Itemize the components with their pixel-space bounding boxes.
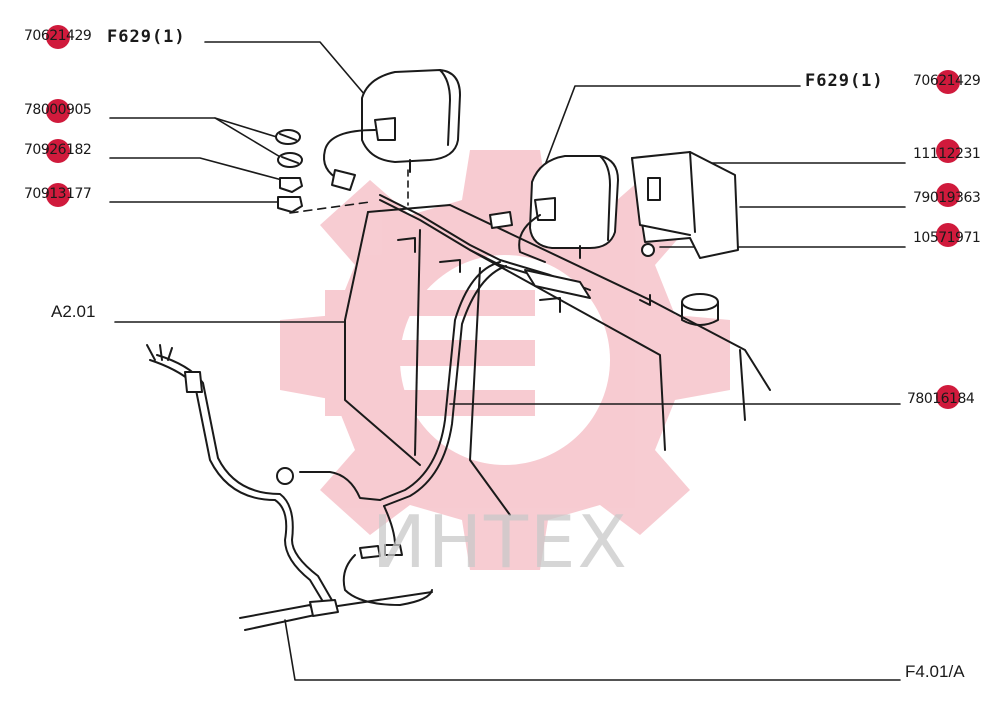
part-label-70926182: 70926182 <box>24 142 92 158</box>
wiring-harness <box>146 194 591 631</box>
ref-label-f629-left: F629(1) <box>107 27 186 47</box>
work-lamp-left <box>323 69 461 191</box>
ref-label-f401a: F4.01/A <box>905 662 965 681</box>
part-label-70621429-right: 70621429 <box>913 73 981 89</box>
marker-dot-3 <box>46 139 70 163</box>
watermark-gear-icon <box>280 150 730 570</box>
marker-dot-7 <box>936 183 960 207</box>
part-label-70621429-left: 70621429 <box>24 28 92 44</box>
part-label-70913177: 70913177 <box>24 186 92 202</box>
ref-label-a201: A2.01 <box>51 302 96 321</box>
marker-dot-4 <box>46 183 70 207</box>
marker-dot-9 <box>936 385 960 409</box>
part-label-10571971: 10571971 <box>913 230 981 246</box>
part-label-11112231: 11112231 <box>913 146 981 162</box>
marker-dot-8 <box>936 223 960 247</box>
work-lamp-right <box>529 155 619 259</box>
washers-nuts <box>275 129 303 213</box>
lamp-guard-bracket <box>631 151 739 259</box>
part-label-79019363: 79019363 <box>913 190 981 206</box>
cabin-body <box>344 204 771 516</box>
part-label-78000905: 78000905 <box>24 102 92 118</box>
part-label-78016184: 78016184 <box>907 391 975 407</box>
marker-dot-6 <box>936 139 960 163</box>
ref-label-f629-right: F629(1) <box>805 71 884 91</box>
marker-dot-5 <box>936 70 960 94</box>
leader-lines <box>109 41 906 681</box>
marker-dot-2 <box>46 99 70 123</box>
marker-dot-1 <box>46 25 70 49</box>
watermark-text: ИНТЕХ <box>372 500 629 584</box>
